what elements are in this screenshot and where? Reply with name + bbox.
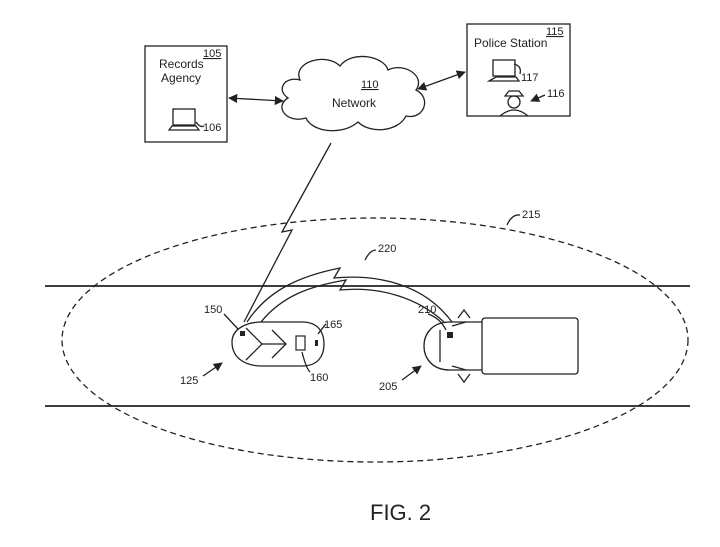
leader-line-106 [195, 121, 205, 128]
leader-line-220 [364, 249, 377, 261]
arrow-116 [530, 93, 546, 102]
sensor-ref-150: 150 [204, 304, 222, 316]
records-agency-ref: 105 [203, 48, 221, 60]
officer-ref: 116 [547, 88, 565, 100]
records-agency-title-line1: Records [159, 57, 204, 71]
antenna-ref-165: 165 [324, 319, 342, 331]
leader-line-150 [223, 313, 239, 330]
police-station-ref: 115 [546, 26, 564, 38]
records-network-link [228, 93, 284, 106]
link-ref: 220 [378, 243, 396, 255]
leader-line-165 [317, 323, 327, 335]
police-station-title: Police Station [474, 36, 547, 50]
network-label: Network [332, 96, 377, 110]
police-station-box: Police Station 115 117 116 [466, 23, 571, 117]
vehicle2-ref: 205 [379, 381, 397, 393]
leader-line-160 [301, 351, 311, 373]
leader-line-117 [513, 63, 522, 75]
vehicle-car [231, 321, 325, 367]
sensor-210 [447, 332, 453, 338]
antenna-165 [315, 340, 318, 346]
figure-label: FIG. 2 [370, 500, 431, 525]
device-ref-160: 160 [310, 372, 328, 384]
network-ref: 110 [361, 79, 379, 91]
wireless-link-network [243, 142, 332, 323]
leader-line-210 [427, 313, 447, 331]
vehicle1-ref: 125 [180, 375, 198, 387]
police-laptop-ref: 117 [521, 72, 539, 84]
sensor-150 [240, 331, 245, 336]
laptop-icon [486, 59, 521, 82]
officer-icon [499, 90, 529, 117]
device-160 [295, 335, 306, 351]
records-agency-title-line2: Agency [161, 71, 201, 85]
arrow-205 [401, 365, 422, 381]
network-cloud: Network 110 [281, 55, 426, 132]
arrow-125 [202, 362, 223, 377]
sensor-ref-210: 210 [418, 304, 436, 316]
vehicle-truck [423, 308, 579, 384]
records-laptop-ref: 106 [203, 122, 221, 134]
records-agency-box: Records Agency 105 106 [144, 45, 228, 143]
police-network-link [417, 70, 466, 91]
laptop-icon [167, 108, 201, 131]
leader-line-215 [506, 214, 521, 226]
monitoring-zone [61, 217, 689, 463]
vehicle-link: 220 [246, 243, 453, 323]
zone-ref: 215 [522, 209, 540, 221]
